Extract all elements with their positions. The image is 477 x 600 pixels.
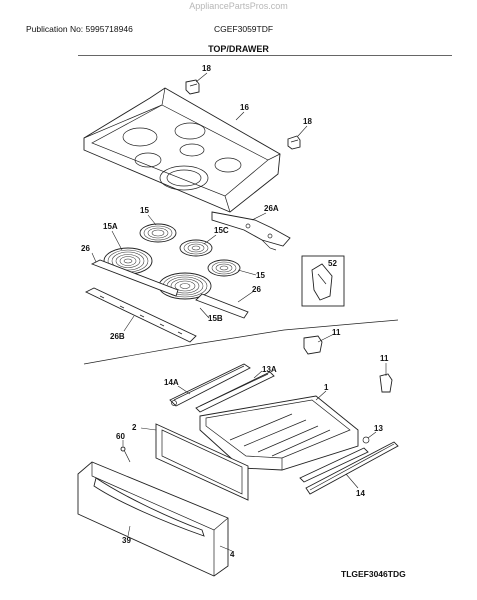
callout-16: 16	[240, 103, 249, 112]
part-13-slide	[299, 436, 370, 483]
part-15c-element	[179, 239, 213, 257]
callout-1: 1	[324, 383, 329, 392]
callout-26-left: 26	[81, 244, 90, 253]
callout-14a: 14A	[164, 378, 179, 387]
callout-14: 14	[356, 489, 365, 498]
publication-number: Publication No: 5995718946	[26, 24, 133, 34]
leader-lines	[91, 72, 387, 552]
part-26b-strip	[84, 287, 197, 343]
part-15-element-right	[207, 259, 241, 277]
callout-15-top: 15	[140, 206, 149, 215]
part-26a-harness	[211, 211, 291, 251]
part-39-handle	[93, 477, 205, 537]
callout-15c: 15C	[214, 226, 229, 235]
part-26-rail-right	[195, 293, 249, 319]
part-26-rail-left	[90, 259, 179, 297]
part-15-element-top	[139, 223, 177, 243]
callout-15a: 15A	[103, 222, 118, 231]
header-rule	[78, 55, 452, 56]
callout-15b: 15B	[208, 314, 223, 323]
callout-11-lower: 11	[380, 354, 389, 363]
part-52-inset	[301, 255, 345, 307]
section-title: TOP/DRAWER	[208, 44, 269, 54]
part-18-bracket-right	[287, 135, 301, 150]
callout-18-right: 18	[303, 117, 312, 126]
part-18-bracket-left	[185, 79, 200, 95]
callout-2: 2	[132, 423, 137, 432]
callout-52: 52	[328, 259, 337, 268]
part-14-slide	[305, 441, 399, 495]
callout-15-right: 15	[256, 271, 265, 280]
part-11-bracket-left	[303, 335, 323, 355]
callout-26b: 26B	[110, 332, 125, 341]
callout-60: 60	[116, 432, 125, 441]
part-14a-slide	[169, 363, 251, 407]
callout-13a: 13A	[262, 365, 277, 374]
callout-26-right: 26	[252, 285, 261, 294]
callout-18-left: 18	[202, 64, 211, 73]
section-divider	[83, 319, 399, 365]
callout-39: 39	[122, 536, 131, 545]
model-number: CGEF3059TDF	[214, 24, 274, 34]
callout-11-upper: 11	[332, 328, 341, 337]
part-1-drawer-body	[199, 395, 359, 471]
watermark: AppliancePartsPros.com	[189, 1, 288, 11]
callout-4: 4	[230, 550, 235, 559]
part-2-drawer-frame	[155, 423, 249, 501]
part-13a-slide	[195, 371, 275, 413]
part-16-cooktop	[83, 87, 281, 213]
part-60-screw	[120, 446, 131, 463]
part-11-bracket-right	[379, 373, 393, 393]
callout-26a: 26A	[264, 204, 279, 213]
callout-13: 13	[374, 424, 383, 433]
callout-labels: 18 16 18 15 15A 15C 26A 26 15 52 26 15B …	[81, 64, 389, 559]
drawing-code: TLGEF3046TDG	[341, 569, 406, 579]
